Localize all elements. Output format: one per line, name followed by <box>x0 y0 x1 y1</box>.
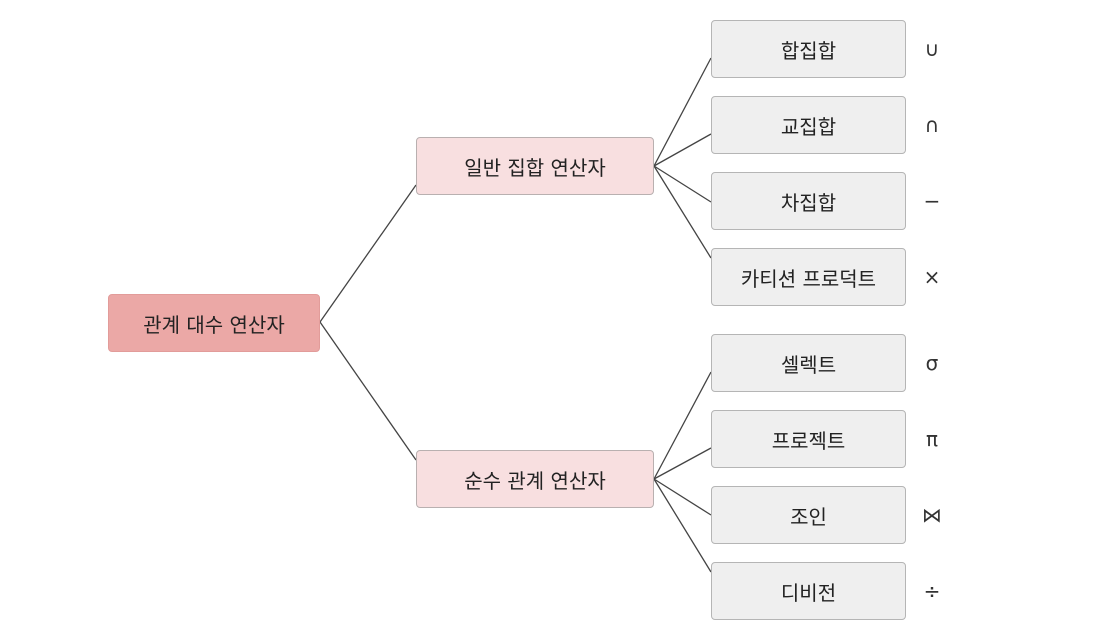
leaf-node-cartesian-product: 카티션 프로덕트 <box>711 248 906 306</box>
leaf-node-difference: 차집합 <box>711 172 906 230</box>
connector-group-1-item-1 <box>653 447 712 480</box>
leaf-node-project: 프로젝트 <box>711 410 906 468</box>
cartesian-product-symbol: × <box>923 265 941 289</box>
intersection-symbol: ∩ <box>924 113 940 137</box>
leaf-node-intersection: 교집합 <box>711 96 906 154</box>
connector-group-0-item-2 <box>653 165 712 203</box>
division-symbol: ÷ <box>923 579 941 603</box>
connector-group-0-item-3 <box>653 165 712 259</box>
connector-root-group-0 <box>319 184 417 323</box>
select-symbol: σ <box>925 351 939 375</box>
connector-root-group-1 <box>319 321 417 461</box>
leaf-node-union: 합집합 <box>711 20 906 78</box>
connector-group-0-item-1 <box>653 133 712 167</box>
connector-group-1-item-2 <box>653 478 712 516</box>
group-node-general-set: 일반 집합 연산자 <box>416 137 654 195</box>
join-symbol: ⋈ <box>922 503 942 527</box>
leaf-node-join: 조인 <box>711 486 906 544</box>
project-symbol: π <box>925 427 939 451</box>
root-node: 관계 대수 연산자 <box>108 294 320 352</box>
connector-group-1-item-0 <box>653 371 712 480</box>
connector-group-1-item-3 <box>653 478 712 573</box>
union-symbol: ∪ <box>924 37 940 61</box>
leaf-node-select: 셀렉트 <box>711 334 906 392</box>
group-node-pure-relational: 순수 관계 연산자 <box>416 450 654 508</box>
leaf-node-division: 디비전 <box>711 562 906 620</box>
difference-symbol: − <box>923 189 941 213</box>
connector-group-0-item-0 <box>653 57 712 167</box>
